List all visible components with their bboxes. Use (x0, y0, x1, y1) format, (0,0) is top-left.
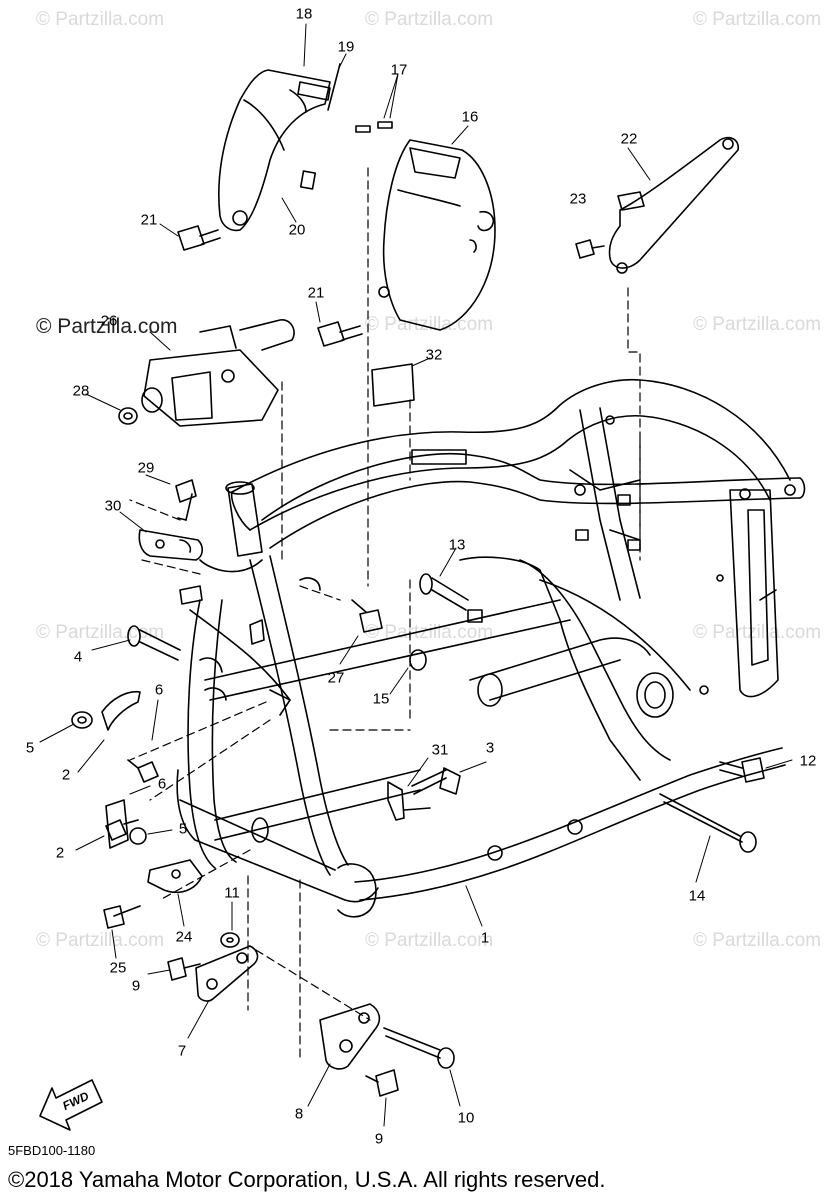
callout-21: 21 (140, 211, 158, 229)
callout-25: 25 (109, 959, 127, 977)
copyright-notice: ©2018 Yamaha Motor Corporation, U.S.A. A… (8, 1167, 606, 1192)
callout-6: 6 (157, 775, 167, 793)
callout-23: 23 (569, 190, 587, 208)
callout-9: 9 (374, 1130, 384, 1148)
fwd-arrow-icon (39, 1079, 103, 1131)
callout-16: 16 (461, 108, 479, 126)
callout-19: 19 (337, 38, 355, 56)
bracket-22 (608, 136, 740, 274)
leader-lines (39, 23, 793, 1127)
watermark: © Partzilla.com (365, 9, 494, 30)
callout-22: 22 (620, 130, 638, 148)
callout-20: 20 (288, 221, 306, 239)
watermark: © Partzilla.com (693, 930, 822, 951)
callout-28: 28 (72, 382, 90, 400)
callout-27: 27 (327, 669, 345, 687)
watermark: © Partzilla.com (693, 9, 822, 30)
clamp-29 (138, 529, 204, 561)
watermark: © Partzilla.com (36, 9, 165, 30)
callout-24: 24 (175, 928, 193, 946)
guide-lines (129, 167, 641, 1061)
callout-1: 1 (480, 929, 490, 947)
label-32 (371, 363, 415, 407)
callout-30: 30 (104, 497, 122, 515)
callout-15: 15 (372, 690, 390, 708)
bracket-26 (118, 319, 295, 427)
callout-11: 11 (224, 884, 240, 902)
callout-21: 21 (307, 284, 325, 302)
callout-10: 10 (457, 1109, 475, 1127)
fasteners (71, 225, 765, 1097)
callout-31: 31 (431, 741, 449, 759)
watermark: © Partzilla.com (693, 314, 822, 335)
callout-8: 8 (294, 1105, 304, 1123)
side-cover-16 (378, 139, 496, 331)
partzilla-logo-watermark: © Partzilla.com (36, 315, 178, 338)
watermark: © Partzilla.com (36, 930, 165, 951)
callout-2: 2 (55, 844, 65, 862)
watermark: © Partzilla.com (365, 314, 494, 335)
callout-29: 29 (137, 459, 155, 477)
callout-13: 13 (448, 536, 466, 554)
callout-18: 18 (295, 5, 313, 23)
watermark: © Partzilla.com (365, 622, 494, 643)
main-frame (176, 378, 806, 918)
watermark: © Partzilla.com (693, 622, 822, 643)
callout-17: 17 (390, 61, 408, 79)
cover-18 (218, 63, 341, 232)
diagram-code: 5FBD100-1180 (8, 1143, 96, 1158)
watermark: © Partzilla.com (365, 930, 494, 951)
callout-6: 6 (154, 681, 164, 699)
callout-14: 14 (688, 887, 706, 905)
callout-4: 4 (73, 648, 83, 666)
callout-3: 3 (485, 739, 495, 757)
callout-7: 7 (177, 1042, 187, 1060)
callout-26: 26 (100, 312, 118, 330)
callout-5: 5 (25, 739, 35, 757)
callout-9: 9 (131, 977, 141, 995)
callout-32: 32 (425, 346, 443, 364)
clips-17 (355, 121, 393, 133)
callout-2: 2 (61, 766, 71, 784)
callout-5: 5 (178, 820, 188, 838)
callout-12: 12 (799, 752, 817, 770)
